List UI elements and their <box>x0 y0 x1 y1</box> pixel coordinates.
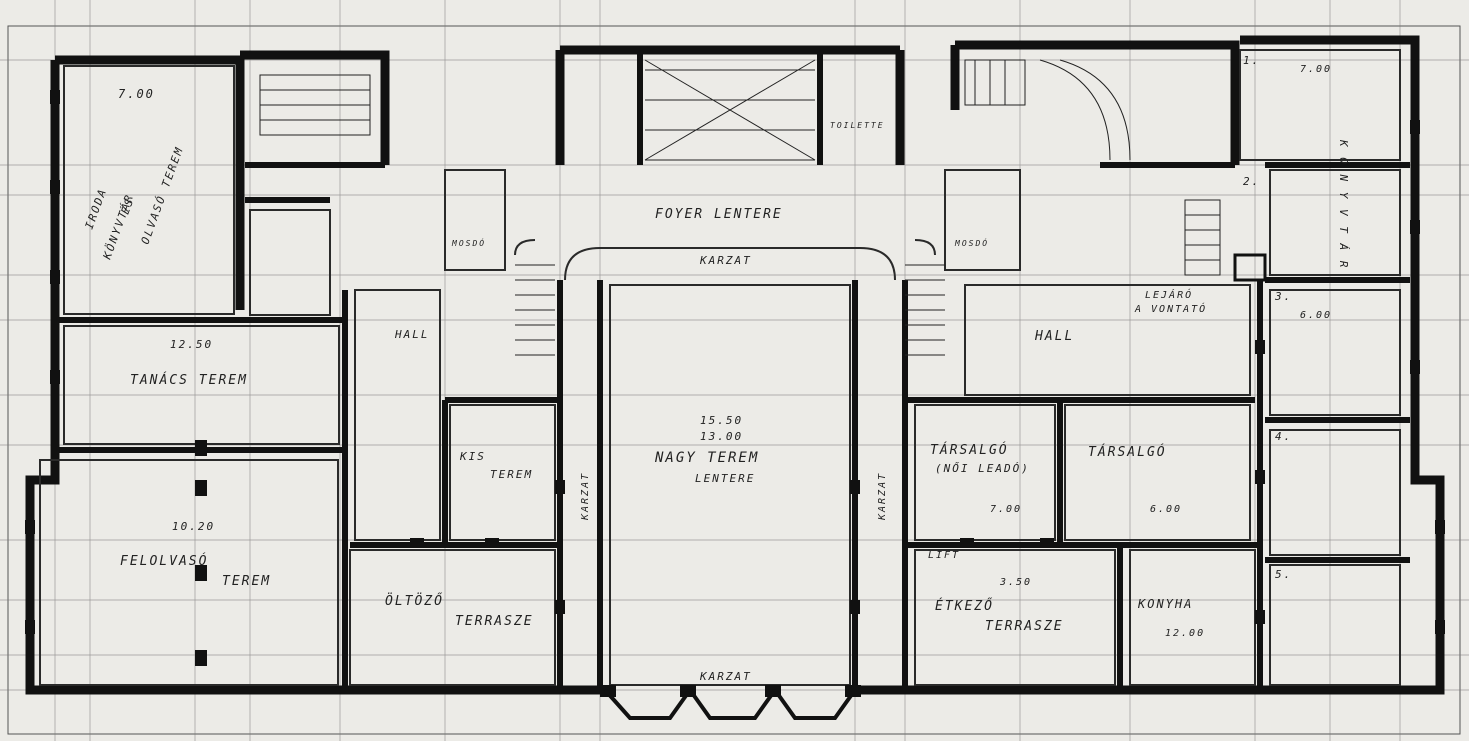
label-dim-top-left: 7.00 <box>118 87 155 101</box>
label-room-etkezo-1: ÉTKEZŐ <box>935 598 994 614</box>
stair-treads <box>259 59 1221 356</box>
label-room-felolvaso-1: FELOLVASÓ <box>120 553 208 569</box>
label-side-letters: K Ö N Y V T Á R <box>1337 139 1350 269</box>
label-room-oltozo-1: ÖLTÖZŐ <box>385 592 444 609</box>
label-num-3: 3. <box>1274 290 1292 303</box>
label-dim-konyha: 12.00 <box>1165 628 1205 639</box>
thin-partitions <box>39 49 1401 686</box>
label-dim-tarsalgo-2: 6.00 <box>1150 504 1182 515</box>
outer-walls <box>25 35 1445 695</box>
label-room-tarsalgo-2: TÁRSALGÓ <box>1088 444 1167 460</box>
label-lift: LIFT <box>928 550 960 561</box>
label-room-kis-terem-1: KIS <box>459 450 486 463</box>
label-room-felolvaso-2: TEREM <box>222 574 271 589</box>
label-room-oltozo-2: TERRASZE <box>455 614 534 629</box>
label-dim-right-mid: 6.00 <box>1300 310 1332 321</box>
label-karzat-right: KARZAT <box>877 472 888 521</box>
label-dim-nagy-1: 15.50 <box>700 414 743 427</box>
label-dim-nagy-2: 13.00 <box>700 430 743 443</box>
label-room-tarsalgo-1b: (NŐI LEADÓ) <box>935 461 1030 475</box>
label-room-nagy-2: LENTERE <box>695 472 755 485</box>
label-room-kis-terem-2: TEREM <box>490 468 533 481</box>
label-room-nagy-1: NAGY TEREM <box>654 450 759 466</box>
label-dim-felolvaso: 10.20 <box>172 520 215 533</box>
label-num-1: 1. <box>1243 54 1260 67</box>
label-karzat-left: KARZAT <box>580 472 591 521</box>
label-room-tanacs: TANÁCS TEREM <box>130 372 248 388</box>
label-hall-left: HALL <box>394 328 430 341</box>
label-dim-etkezo: 3.50 <box>999 577 1032 588</box>
label-room-tarsalgo-1a: TÁRSALGÓ <box>930 442 1009 458</box>
entrance-bays <box>603 688 857 720</box>
label-lodge-top: KARZAT <box>699 254 752 267</box>
label-wc-2: MOSDÓ <box>954 237 989 248</box>
label-dim-left-hall: 12.50 <box>170 338 213 351</box>
label-num-5: 5. <box>1275 568 1292 581</box>
label-dim-right-top: 7.00 <box>1300 64 1332 75</box>
label-hall-right: HALL <box>1034 329 1074 344</box>
label-office-north-3: ÉS <box>119 195 137 216</box>
label-lejaro-2: A VONTATÓ <box>1134 302 1207 315</box>
label-wc-1: MOSDÓ <box>451 237 486 248</box>
label-lejaro-1: LEJÁRÓ <box>1145 288 1193 301</box>
label-wc-3: TOILETTE <box>830 121 885 130</box>
label-foyer: FOYER LENTERE <box>655 207 783 222</box>
label-stage-bottom: KARZAT <box>699 670 752 683</box>
label-num-4: 4. <box>1275 430 1292 443</box>
frame-border <box>7 25 1461 735</box>
label-room-etkezo-2: TERRASZE <box>985 619 1064 634</box>
label-dim-tarsalgo-1: 7.00 <box>990 504 1022 515</box>
label-num-2: 2. <box>1243 175 1260 188</box>
label-room-konyha: KONYHA <box>1137 597 1193 611</box>
